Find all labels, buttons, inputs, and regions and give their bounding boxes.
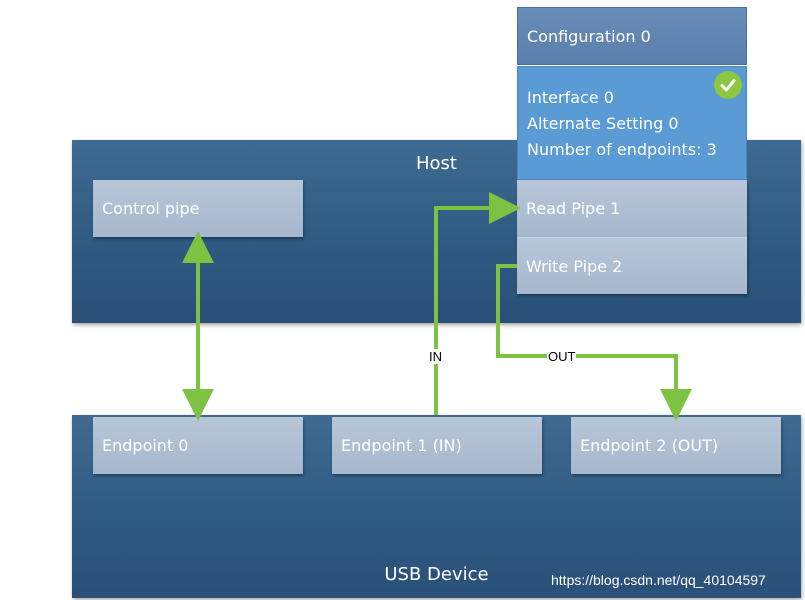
out-label: OUT	[547, 349, 577, 364]
configuration-header: Configuration 0	[517, 7, 747, 65]
endpoint-2-box: Endpoint 2 (OUT)	[571, 417, 781, 474]
in-label: IN	[428, 349, 443, 364]
in-arrow	[434, 192, 521, 415]
num-endpoints-label: Number of endpoints: 3	[527, 140, 717, 159]
endpoint-1-box: Endpoint 1 (IN)	[332, 417, 542, 474]
watermark-text: https://blog.csdn.net/qq_40104597	[551, 572, 766, 588]
out-arrow	[496, 264, 692, 421]
endpoint-0-box: Endpoint 0	[93, 417, 303, 474]
read-pipe-box: Read Pipe 1	[517, 180, 747, 237]
host-title: Host	[416, 153, 457, 174]
interface-info-box: Interface 0 Alternate Setting 0 Number o…	[517, 66, 747, 180]
interface-label: Interface 0	[527, 88, 614, 107]
usb-device-title: USB Device	[384, 564, 489, 585]
checkmark-icon	[714, 71, 742, 99]
control-pipe-box: Control pipe	[93, 180, 303, 237]
write-pipe-box: Write Pipe 2	[517, 237, 747, 294]
alternate-setting-label: Alternate Setting 0	[527, 114, 679, 133]
